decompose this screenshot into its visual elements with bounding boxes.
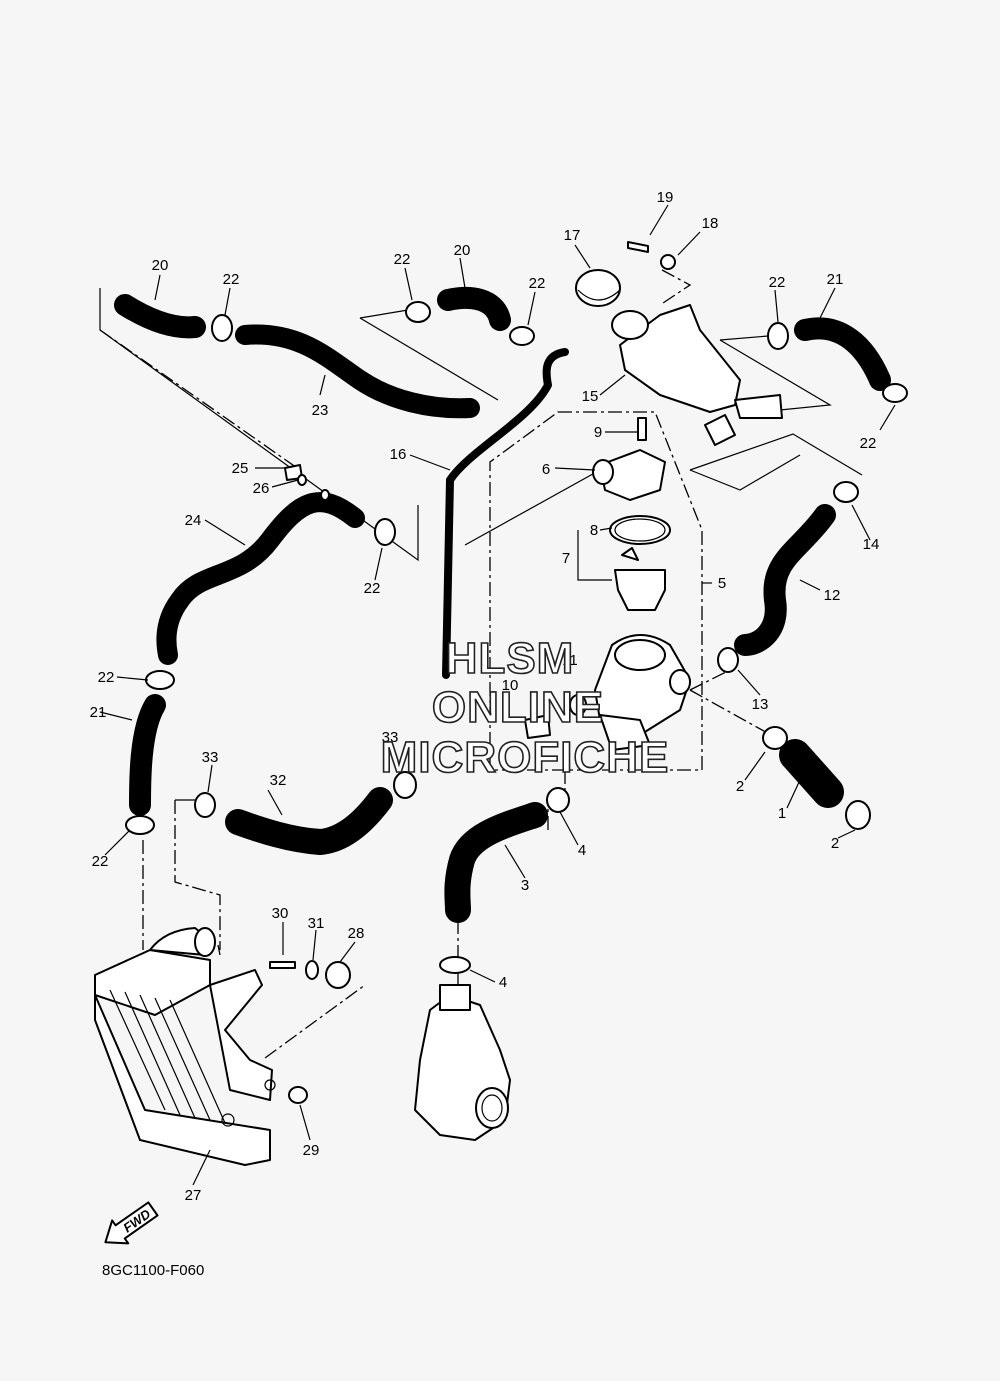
callout-5: 5 bbox=[718, 575, 726, 592]
callout-22: 22 bbox=[98, 669, 115, 686]
watermark-line-1: HLSM bbox=[446, 634, 575, 683]
watermark-line-3: MICROFICHE bbox=[381, 733, 670, 782]
callout-28: 28 bbox=[348, 925, 365, 942]
callout-21: 21 bbox=[827, 271, 844, 288]
callout-22: 22 bbox=[92, 853, 109, 870]
callout-4: 4 bbox=[578, 842, 586, 859]
radiator bbox=[94, 927, 276, 1166]
callout-20: 20 bbox=[454, 242, 471, 259]
callout-22: 22 bbox=[860, 435, 877, 452]
callout-22: 22 bbox=[223, 271, 240, 288]
callout-12: 12 bbox=[824, 587, 841, 604]
callout-6: 6 bbox=[542, 461, 550, 478]
callout-14: 14 bbox=[863, 536, 880, 553]
callout-8: 8 bbox=[590, 522, 598, 539]
watermark-line-2: ONLINE bbox=[432, 683, 604, 732]
hose-clamps bbox=[125, 301, 908, 974]
water-pump bbox=[414, 984, 511, 1141]
callout-3: 3 bbox=[521, 877, 529, 894]
coolant-reservoir bbox=[575, 241, 783, 446]
callout-13: 13 bbox=[752, 696, 769, 713]
callout-1: 1 bbox=[778, 805, 786, 822]
callout-22: 22 bbox=[394, 251, 411, 268]
callout-22: 22 bbox=[769, 274, 786, 291]
callout-11: 11 bbox=[562, 652, 578, 669]
callout-32: 32 bbox=[270, 772, 287, 789]
callout-leaders bbox=[99, 204, 896, 1186]
callout-21: 21 bbox=[90, 704, 107, 721]
forward-arrow-icon: FWD bbox=[104, 1201, 159, 1245]
callout-20: 20 bbox=[152, 257, 169, 274]
callout-26: 26 bbox=[253, 480, 270, 497]
drawing-code: 8GC1100-F060 bbox=[102, 1262, 204, 1279]
callout-24: 24 bbox=[185, 512, 202, 529]
callout-23: 23 bbox=[312, 402, 329, 419]
callout-15: 15 bbox=[582, 388, 599, 405]
callout-labels: 19 18 17 20 22 22 20 22 22 21 22 23 15 1… bbox=[90, 189, 880, 1204]
thermostat-assembly bbox=[524, 417, 691, 751]
callout-10: 10 bbox=[502, 677, 519, 694]
callout-4: 4 bbox=[499, 974, 507, 991]
callout-27: 27 bbox=[185, 1187, 202, 1204]
callout-2: 2 bbox=[736, 778, 744, 795]
callout-29: 29 bbox=[303, 1142, 320, 1159]
callout-30: 30 bbox=[272, 905, 289, 922]
callout-9: 9 bbox=[594, 424, 602, 441]
callout-22: 22 bbox=[529, 275, 546, 292]
callout-33: 33 bbox=[382, 729, 399, 746]
callout-18: 18 bbox=[702, 215, 719, 232]
callout-22: 22 bbox=[364, 580, 381, 597]
callout-2: 2 bbox=[831, 835, 839, 852]
callout-19: 19 bbox=[657, 189, 674, 206]
callout-31: 31 bbox=[308, 915, 325, 932]
callout-17: 17 bbox=[564, 227, 581, 244]
callout-16: 16 bbox=[390, 446, 407, 463]
callout-33: 33 bbox=[202, 749, 219, 766]
watermark: HLSM ONLINE MICROFICHE bbox=[380, 633, 670, 783]
fasteners bbox=[269, 464, 351, 1104]
callout-25: 25 bbox=[232, 460, 249, 477]
callout-7: 7 bbox=[562, 550, 570, 567]
hoses bbox=[114, 286, 891, 923]
